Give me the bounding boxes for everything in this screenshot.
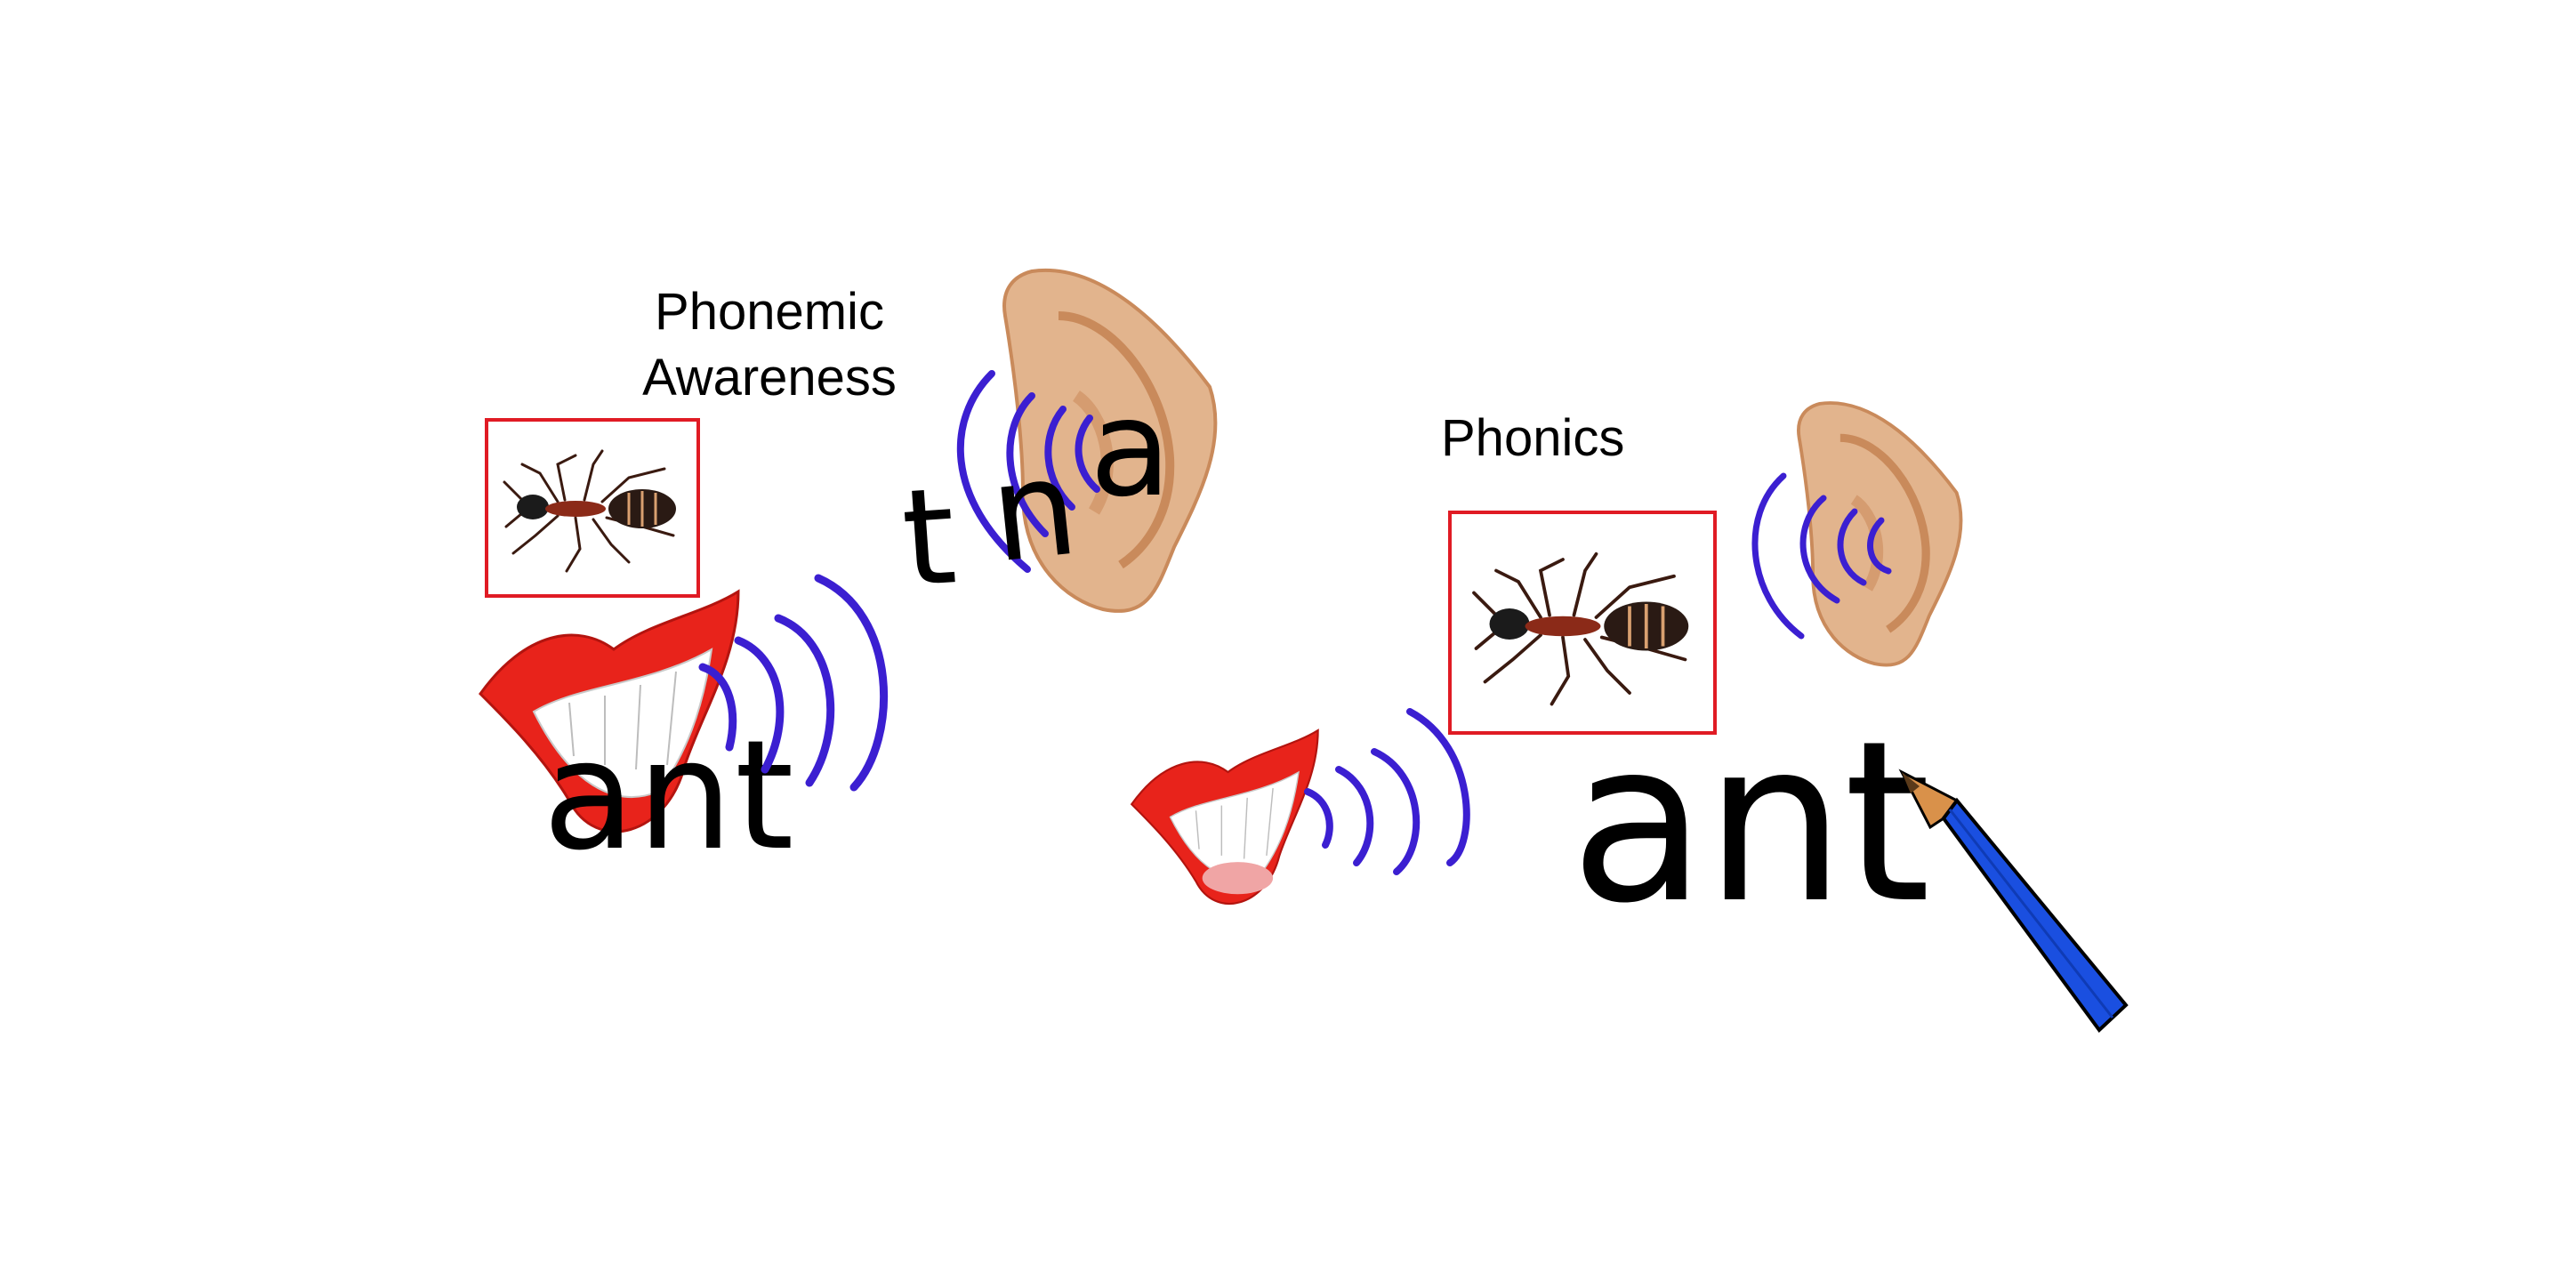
scrambled-letter-t: t xyxy=(898,459,961,617)
mouth-icon xyxy=(1130,729,1319,906)
ant-icon xyxy=(1472,551,1689,706)
sound-waves-icon xyxy=(1751,472,1892,640)
ant-icon xyxy=(503,449,676,573)
pencil-icon xyxy=(1898,769,2129,1033)
scrambled-letter-a: a xyxy=(1090,372,1171,527)
scrambled-letter-n: n xyxy=(984,430,1084,593)
ant-picture-frame xyxy=(485,418,700,598)
sound-waves-icon xyxy=(698,574,889,792)
mouth-icon xyxy=(479,589,740,833)
phonics-title: Phonics xyxy=(1441,409,1625,467)
spoken-word: ant xyxy=(543,708,796,884)
sound-waves-icon xyxy=(956,370,1100,573)
sound-waves-icon xyxy=(1304,708,1470,875)
ear-icon xyxy=(1002,268,1218,613)
phonemic-awareness-title: Phonemic Awareness xyxy=(642,283,897,407)
ant-picture-frame xyxy=(1448,511,1717,735)
written-word: ant xyxy=(1570,693,1931,952)
